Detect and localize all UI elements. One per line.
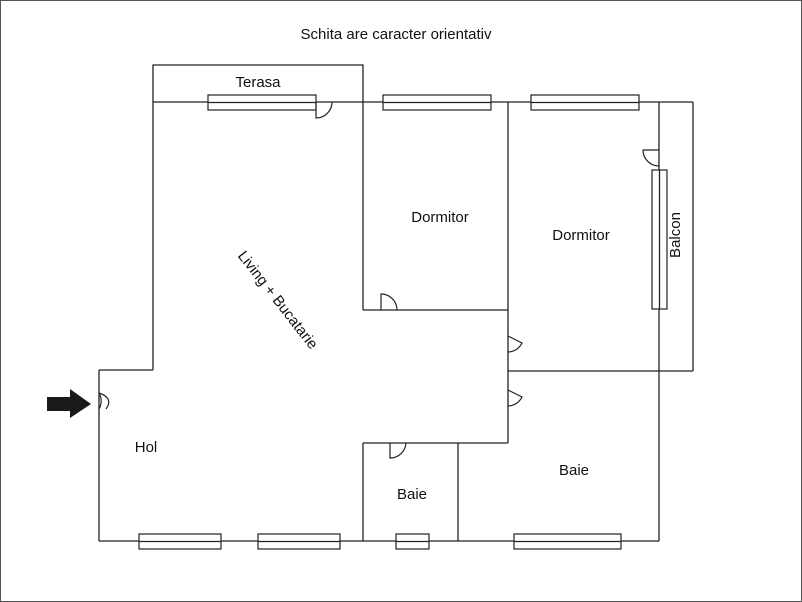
entrance-arrow-icon xyxy=(47,389,91,418)
label-living-bucatarie: Living + Bucatarie xyxy=(234,248,321,353)
doors xyxy=(98,101,660,459)
door-terrace xyxy=(315,101,333,119)
door-corridor-lower xyxy=(507,389,523,407)
door-bedroom1 xyxy=(380,293,398,311)
door-entrance-leaf xyxy=(98,392,110,410)
label-dormitor-2: Dormitor xyxy=(552,227,610,244)
label-terasa: Terasa xyxy=(235,74,281,91)
label-baie-large: Baie xyxy=(559,462,589,479)
label-balcon: Balcon xyxy=(667,212,684,258)
terrace-wall xyxy=(152,64,364,102)
plan-title: Schita are caracter orientativ xyxy=(301,26,492,43)
windows xyxy=(138,94,668,550)
door-entrance xyxy=(98,392,102,410)
label-dormitor-1: Dormitor xyxy=(411,209,469,226)
door-corridor-upper xyxy=(507,335,523,353)
label-hol: Hol xyxy=(135,439,158,456)
door-bath-small xyxy=(389,442,407,459)
label-baie-small: Baie xyxy=(397,486,427,503)
door-bedroom2 xyxy=(642,149,660,167)
